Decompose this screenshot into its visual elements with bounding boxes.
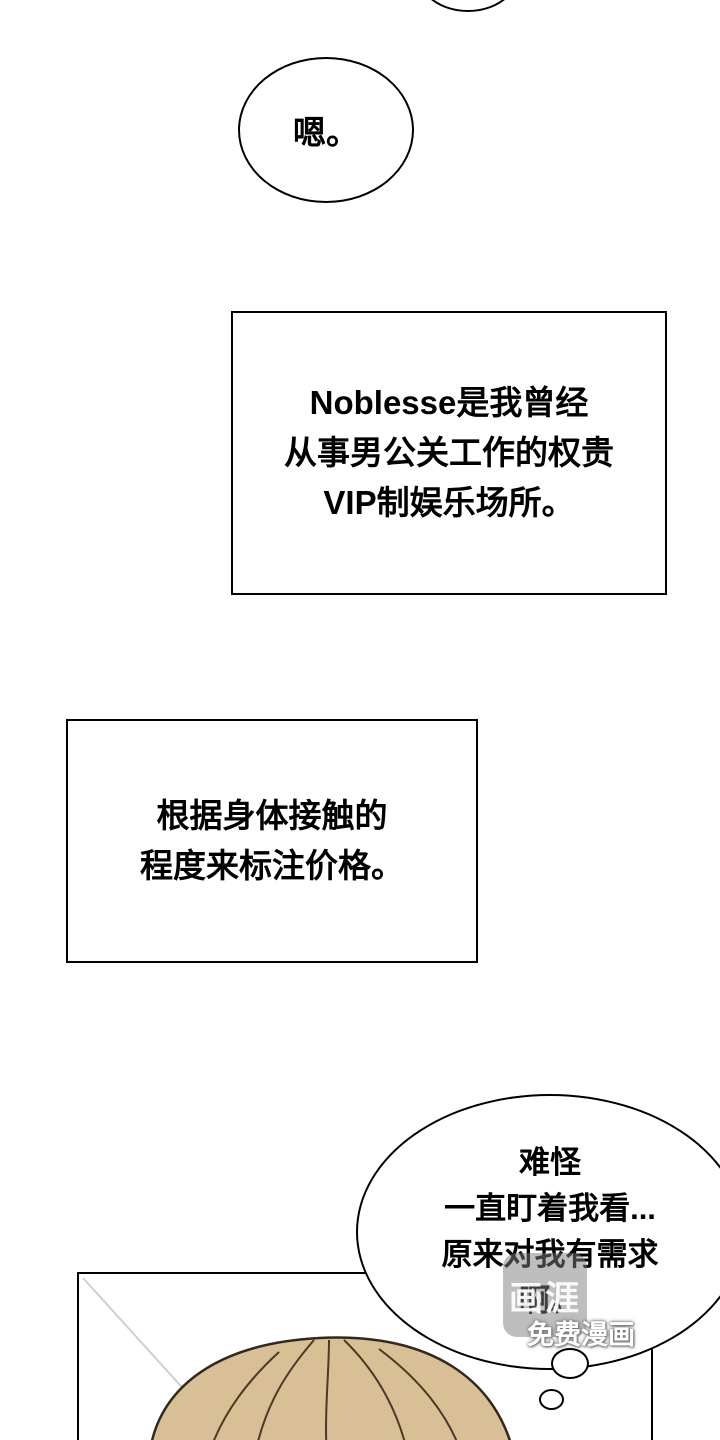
narration-box-1: Noblesse是我曾经 从事男公关工作的权贵 VIP制娱乐场所。 xyxy=(231,311,667,595)
thought-line: 一直盯着我看... xyxy=(444,1191,656,1226)
huaya-logo-icon: 画涯 xyxy=(503,1253,587,1337)
hair-strand-line xyxy=(212,1351,280,1440)
hair-strand-line xyxy=(378,1348,458,1440)
thought-line: 难怪 xyxy=(519,1145,581,1180)
watermark: 画涯 免费漫画 xyxy=(503,1253,673,1350)
thought-dot-small xyxy=(539,1389,564,1410)
narration-line: 根据身体接触的 xyxy=(156,797,388,834)
hair-strand-line xyxy=(343,1339,406,1440)
narration-line: Noblesse是我曾经 xyxy=(309,384,589,421)
narration-line: 从事男公关工作的权贵 xyxy=(284,434,614,471)
speech-bubble: 嗯。 xyxy=(238,57,414,203)
speech-bubble-text: 嗯。 xyxy=(293,114,359,151)
character-hair xyxy=(151,1336,511,1440)
cropped-bubble-edge xyxy=(418,0,518,12)
thought-dot-large xyxy=(551,1348,589,1379)
narration-line: VIP制娱乐场所。 xyxy=(323,484,575,521)
hair-strand-line xyxy=(257,1339,315,1440)
watermark-logo-text: 画涯 xyxy=(509,1279,581,1318)
narration-line: 程度来标注价格。 xyxy=(140,847,404,884)
watermark-label: 免费漫画 xyxy=(527,1320,635,1350)
narration-box-2: 根据身体接触的 程度来标注价格。 xyxy=(66,719,478,963)
panel-artwork xyxy=(82,1277,511,1440)
hair-strand-line xyxy=(325,1339,330,1440)
